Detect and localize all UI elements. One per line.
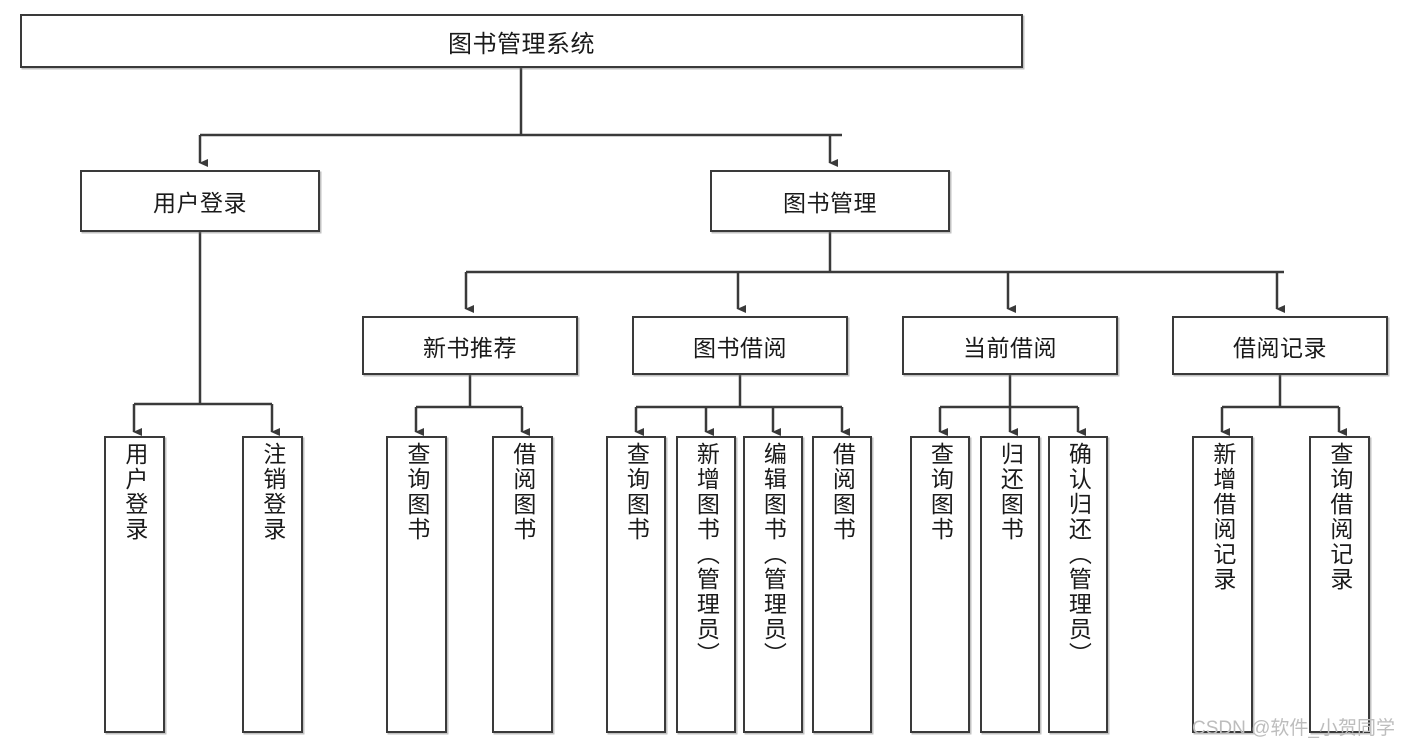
- leaf-borrow-record-add-record[interactable]: 新增借阅记录: [1192, 436, 1253, 733]
- node-user-login[interactable]: 用户登录: [80, 170, 320, 232]
- node-label: 用户登录: [153, 190, 247, 216]
- node-label: 注销登录: [259, 442, 286, 542]
- node-book-management-system[interactable]: 图书管理系统: [20, 14, 1023, 68]
- leaf-new-book-borrow-book[interactable]: 借阅图书: [492, 436, 553, 733]
- node-book-borrow[interactable]: 图书借阅: [632, 316, 848, 375]
- node-label: 确认归还（管理员）: [1065, 442, 1092, 667]
- csdn-watermark: CSDN @软件_小贺同学: [1192, 718, 1395, 739]
- node-label: 当前借阅: [963, 334, 1057, 361]
- leaf-user-login-logout[interactable]: 注销登录: [242, 436, 303, 733]
- node-label: 查询借阅记录: [1326, 442, 1353, 592]
- node-borrow-record[interactable]: 借阅记录: [1172, 316, 1388, 375]
- node-label: 新增图书（管理员）: [693, 442, 720, 667]
- node-label: 借阅图书: [509, 442, 536, 542]
- node-book-management[interactable]: 图书管理: [710, 170, 950, 232]
- leaf-borrow-record-query-record[interactable]: 查询借阅记录: [1309, 436, 1370, 733]
- node-label: 归还图书: [997, 442, 1024, 542]
- node-label: 查询图书: [927, 442, 954, 542]
- node-label: 编辑图书（管理员）: [760, 442, 787, 667]
- node-label: 查询图书: [623, 442, 650, 542]
- leaf-book-borrow-edit-book-admin[interactable]: 编辑图书（管理员）: [743, 436, 803, 733]
- leaf-current-borrow-confirm-return-admin[interactable]: 确认归还（管理员）: [1048, 436, 1108, 733]
- node-label: 用户登录: [121, 442, 148, 542]
- leaf-book-borrow-add-book-admin[interactable]: 新增图书（管理员）: [676, 436, 736, 733]
- node-label: 借阅记录: [1233, 334, 1327, 361]
- node-current-borrow[interactable]: 当前借阅: [902, 316, 1118, 375]
- leaf-book-borrow-query-book[interactable]: 查询图书: [606, 436, 666, 733]
- leaf-book-borrow-borrow-book[interactable]: 借阅图书: [812, 436, 872, 733]
- node-label: 借阅图书: [829, 442, 856, 542]
- node-label: 新增借阅记录: [1209, 442, 1236, 592]
- node-label: 图书管理系统: [448, 30, 595, 58]
- leaf-new-book-query-book[interactable]: 查询图书: [386, 436, 447, 733]
- leaf-current-borrow-return-book[interactable]: 归还图书: [980, 436, 1040, 733]
- node-label: 图书借阅: [693, 334, 787, 361]
- node-label: 查询图书: [403, 442, 430, 542]
- node-new-book-recommend[interactable]: 新书推荐: [362, 316, 578, 375]
- node-label: 图书管理: [783, 190, 877, 216]
- leaf-user-login-login[interactable]: 用户登录: [104, 436, 165, 733]
- leaf-current-borrow-query-book[interactable]: 查询图书: [910, 436, 970, 733]
- node-label: 新书推荐: [423, 334, 517, 361]
